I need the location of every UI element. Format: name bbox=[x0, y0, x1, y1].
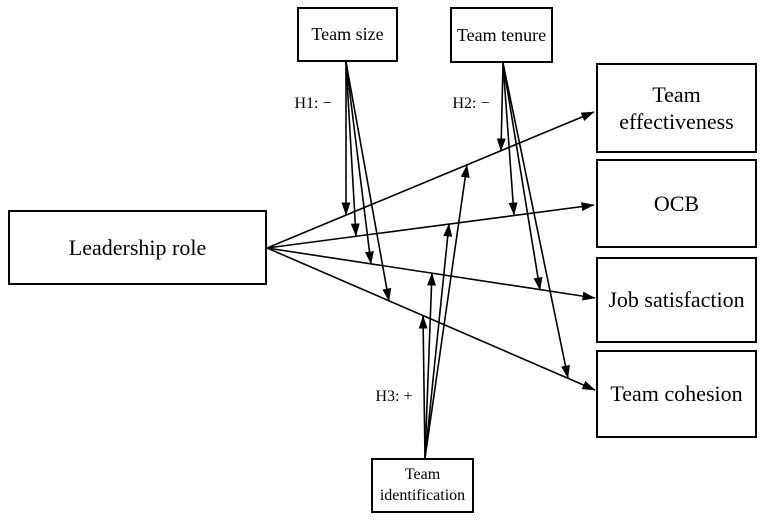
edge-team_tenure-to-path-leadership_role-team_cohesion bbox=[502, 62, 570, 379]
box-team-size-label: Team size bbox=[311, 24, 384, 45]
edge-team_tenure-to-path-leadership_role-job_satisfaction bbox=[502, 62, 543, 291]
edge-leadership_role-to-team_effectiveness bbox=[266, 111, 595, 249]
box-team-tenure-label: Team tenure bbox=[456, 24, 547, 45]
box-team-identification-label: Team identification bbox=[379, 465, 466, 504]
box-team-cohesion-label: Team cohesion bbox=[610, 381, 743, 407]
box-job-satisfaction: Job satisfaction bbox=[596, 257, 757, 343]
hypothesis-label-h2: H2: − bbox=[443, 95, 499, 113]
edge-team_identification-to-path-leadership_role-ocb bbox=[424, 223, 453, 459]
box-leadership-role-label: Leadership role bbox=[68, 234, 207, 260]
edge-team_tenure-to-path-leadership_role-ocb bbox=[502, 62, 518, 216]
box-team-effectiveness: Team effectiveness bbox=[596, 63, 757, 153]
edge-team_size-to-path-leadership_role-ocb bbox=[345, 61, 360, 237]
box-leadership-role: Leadership role bbox=[8, 210, 267, 285]
box-job-satisfaction-label: Job satisfaction bbox=[608, 287, 745, 313]
box-team-size: Team size bbox=[297, 7, 398, 62]
box-ocb-label: OCB bbox=[653, 190, 700, 216]
box-team-identification: Team identification bbox=[371, 458, 474, 513]
edge-team_size-to-path-leadership_role-team_cohesion bbox=[345, 61, 392, 302]
box-team-effectiveness-label: Team effectiveness bbox=[619, 81, 734, 135]
hypothesis-label-h3: H3: + bbox=[366, 388, 422, 406]
edge-team_size-to-path-leadership_role-job_satisfaction bbox=[345, 61, 374, 265]
hypothesis-label-h1: H1: − bbox=[285, 95, 341, 113]
edge-leadership_role-to-ocb bbox=[266, 202, 595, 249]
box-team-cohesion: Team cohesion bbox=[596, 350, 757, 438]
edge-team_identification-to-path-leadership_role-team_effectiveness bbox=[424, 164, 470, 459]
edge-team_identification-to-path-leadership_role-job_satisfaction bbox=[424, 272, 437, 459]
box-ocb: OCB bbox=[596, 159, 757, 248]
edge-team_tenure-to-path-leadership_role-team_effectiveness bbox=[496, 62, 506, 152]
box-team-tenure: Team tenure bbox=[450, 7, 553, 63]
edge-team_identification-to-path-leadership_role-team_cohesion bbox=[418, 315, 428, 459]
